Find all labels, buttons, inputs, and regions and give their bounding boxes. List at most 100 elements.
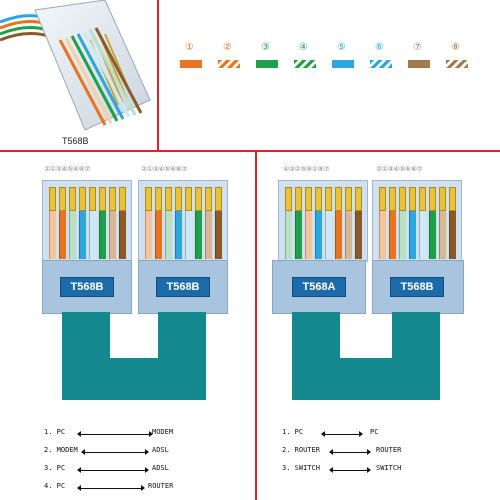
conn-left-3-to: ADSL xyxy=(152,464,169,472)
pin-contact xyxy=(419,187,426,211)
arrow-icon xyxy=(77,485,145,491)
pin-contact xyxy=(295,187,302,211)
pin-contact xyxy=(449,187,456,211)
divider-vertical-top xyxy=(157,0,159,152)
label-right-b: T568B xyxy=(390,277,444,297)
swatch-number-1: ① xyxy=(185,42,194,53)
wire-strand xyxy=(49,211,56,259)
connector-right-b xyxy=(372,180,462,262)
conn-right-1-to: PC xyxy=(370,428,379,436)
wire-strand xyxy=(109,211,116,259)
swatch-number-7: ⑦ xyxy=(413,42,422,53)
label-left-a: T568B xyxy=(60,277,114,297)
wire-strand xyxy=(449,211,456,259)
pin-numbers-left-a: ②①③④⑤⑥⑧⑦ xyxy=(44,165,91,173)
wire-strand xyxy=(145,211,152,259)
conn-left-2-from: 2. MODEM xyxy=(44,446,78,454)
pin-numbers-right-b: ②①③④⑤⑥⑧⑦ xyxy=(376,165,423,173)
pin-contact xyxy=(215,187,222,211)
pin-contact xyxy=(119,187,126,211)
pin-contact xyxy=(69,187,76,211)
pin-contact xyxy=(109,187,116,211)
swatch-number-4: ④ xyxy=(299,42,308,53)
cable-left-bottom xyxy=(62,358,206,400)
pin-contact xyxy=(409,187,416,211)
conn-right-2-from: 2. ROUTER xyxy=(282,446,320,454)
photo-caption: T568B xyxy=(62,136,89,146)
wire-strand xyxy=(355,211,362,259)
pin-contact xyxy=(439,187,446,211)
arrow-icon xyxy=(77,431,153,437)
pin-contact xyxy=(155,187,162,211)
pin-contact xyxy=(389,187,396,211)
pin-contact xyxy=(429,187,436,211)
wire-strand xyxy=(439,211,446,259)
label-right-a: T568A xyxy=(292,277,346,297)
swatch-number-6: ⑥ xyxy=(375,42,384,53)
conn-right-2-to: ROUTER xyxy=(376,446,402,454)
pin-contact xyxy=(205,187,212,211)
wire-strand xyxy=(345,211,352,259)
conn-left-1-to: MODEM xyxy=(152,428,174,436)
wire-strand xyxy=(305,211,312,259)
divider-vertical-bottom xyxy=(255,152,257,500)
pin-contact xyxy=(175,187,182,211)
wire-strand xyxy=(59,211,66,259)
pin-contact xyxy=(315,187,322,211)
wire-strand xyxy=(419,211,426,259)
wire-strand xyxy=(155,211,162,259)
pin-numbers-right-a: ④③②⑤⑥①⑧⑦ xyxy=(283,165,330,173)
pin-contact xyxy=(399,187,406,211)
arrow-icon xyxy=(329,449,371,455)
pin-contact xyxy=(305,187,312,211)
swatch-number-2: ② xyxy=(223,42,232,53)
pin-contact xyxy=(59,187,66,211)
rj45-photo xyxy=(0,0,151,131)
wire-strand xyxy=(165,211,172,259)
arrow-icon xyxy=(81,449,149,455)
wire-color-swatch-4 xyxy=(294,60,316,68)
swatch-number-3: ③ xyxy=(261,42,270,53)
wire-strand xyxy=(285,211,292,259)
wire-strand xyxy=(89,211,96,259)
wire-strand xyxy=(185,211,192,259)
conn-left-4-to: ROUTER xyxy=(148,482,174,490)
wire-color-swatch-3 xyxy=(256,60,278,68)
wire-strand xyxy=(215,211,222,259)
connection-list-left: 1. PC MODEM 2. MODEM ADSL 3. PC ADSL 4. … xyxy=(44,428,254,498)
wire-color-swatch-1 xyxy=(180,60,202,68)
wire-strand xyxy=(409,211,416,259)
pin-contact xyxy=(49,187,56,211)
wire-strand xyxy=(335,211,342,259)
arrow-icon xyxy=(321,431,363,437)
arrow-icon xyxy=(329,467,371,473)
pin-contact xyxy=(345,187,352,211)
wire-color-swatch-6 xyxy=(370,60,392,68)
wire-strand xyxy=(79,211,86,259)
conn-right-3-to: SWITCH xyxy=(376,464,402,472)
wire-strand xyxy=(175,211,182,259)
pin-contact xyxy=(165,187,172,211)
wire-strand xyxy=(379,211,386,259)
pin-contact xyxy=(79,187,86,211)
conn-left-3-from: 3. PC xyxy=(44,464,66,472)
swatch-number-5: ⑤ xyxy=(337,42,346,53)
divider-horizontal xyxy=(0,150,500,152)
conn-right-1-from: 1. PC xyxy=(282,428,304,436)
wire-strand xyxy=(399,211,406,259)
connection-list-right: 1. PC PC 2. ROUTER ROUTER 3. SWITCH SWIT… xyxy=(282,428,482,498)
cable-right-bottom xyxy=(292,358,440,400)
pin-contact xyxy=(325,187,332,211)
pin-contact xyxy=(355,187,362,211)
wire-color-swatch-7 xyxy=(408,60,430,68)
conn-right-3-from: 3. SWITCH xyxy=(282,464,320,472)
label-left-b: T568B xyxy=(156,277,210,297)
connector-left-b xyxy=(138,180,228,262)
wire-strand xyxy=(205,211,212,259)
wire-strand xyxy=(69,211,76,259)
conn-left-4-from: 4. PC xyxy=(44,482,66,490)
pin-contact xyxy=(285,187,292,211)
swatch-number-8: ⑧ xyxy=(451,42,460,53)
wire-strand xyxy=(429,211,436,259)
conn-left-1-from: 1. PC xyxy=(44,428,66,436)
